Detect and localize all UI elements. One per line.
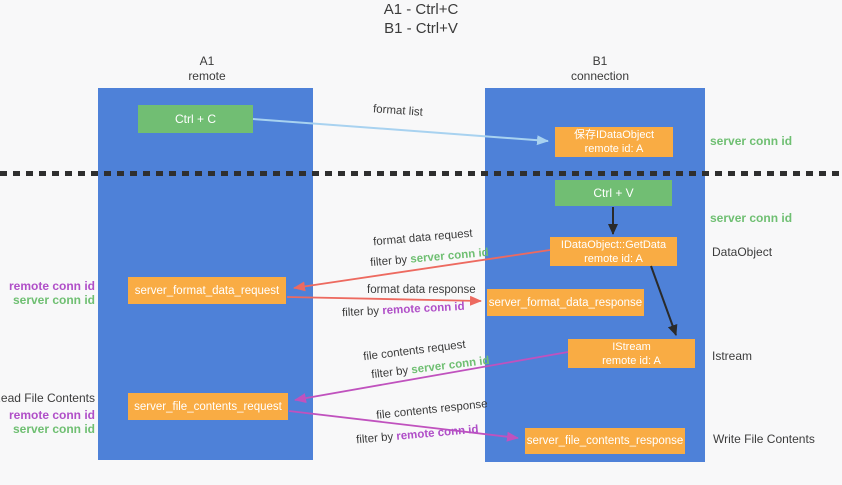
- dataobject-label: DataObject: [712, 245, 773, 259]
- column-b1-id: B1: [592, 54, 608, 68]
- column-header-a1: A1 remote: [137, 54, 277, 84]
- server-file-contents-response-label: server_file_contents_response: [526, 435, 684, 447]
- format-data-response-label: format data response: [367, 284, 476, 296]
- column-b1-role: connection: [570, 69, 630, 83]
- istream-line2: remote id: A: [602, 354, 661, 367]
- idataobject-getdata-box: IDataObject::GetData remote id: A: [550, 237, 677, 266]
- idataobject-getdata-line2: remote id: A: [584, 252, 643, 265]
- format-data-response-arrow: [286, 295, 482, 306]
- left-file-conn-id-group: remote conn id server conn id: [9, 408, 95, 436]
- server-conn-id-label: server conn id: [12, 422, 95, 436]
- istream-line1: IStream: [612, 340, 651, 353]
- server-file-contents-response-box: server_file_contents_response: [525, 428, 685, 454]
- filter-by-text: filter by: [369, 253, 411, 270]
- remote-conn-id-label: remote conn id: [8, 279, 95, 293]
- save-idataobject-line2: remote id: A: [584, 143, 644, 155]
- idataobject-getdata-line1: IDataObject::GetData: [560, 238, 667, 251]
- file-contents-response-filter-label: filter by remote conn id: [356, 424, 479, 447]
- read-file-contents-label: Read File Contents: [0, 391, 95, 405]
- column-a1-id: A1: [199, 54, 215, 68]
- server-conn-id-text: server conn id: [409, 246, 490, 266]
- left-format-conn-id-group: remote conn id server conn id: [9, 279, 95, 307]
- remote-conn-id-text: remote conn id: [381, 300, 465, 318]
- server-file-contents-request-box: server_file_contents_request: [128, 393, 288, 420]
- format-list-label: format list: [372, 103, 424, 119]
- ctrl-v-label: Ctrl + V: [593, 186, 634, 200]
- ctrl-c-box: Ctrl + C: [138, 105, 253, 133]
- server-conn-id-label-mid: server conn id: [710, 211, 793, 225]
- server-format-data-response-box: server_format_data_response: [487, 289, 644, 316]
- format-data-response-filter-label: filter by remote conn id: [342, 301, 465, 319]
- server-conn-id-text: server conn id: [410, 354, 491, 377]
- column-a1-role: remote: [188, 69, 226, 83]
- filter-by-text: filter by: [355, 430, 397, 447]
- column-header-b1: B1 connection: [530, 54, 670, 84]
- server-format-data-request-label: server_format_data_request: [134, 284, 280, 297]
- server-conn-id-label: server conn id: [12, 293, 95, 307]
- istream-side-label: Istream: [712, 349, 753, 363]
- remote-conn-id-text: remote conn id: [395, 423, 479, 443]
- server-conn-id-label-top: server conn id: [710, 134, 793, 148]
- server-format-data-request-box: server_format_data_request: [128, 277, 286, 304]
- filter-by-text: filter by: [370, 364, 413, 382]
- title-line-a1: A1 - Ctrl+C: [383, 1, 459, 18]
- format-data-request-filter-label: filter by server conn id: [370, 247, 489, 269]
- format-data-request-label: format data request: [372, 227, 474, 249]
- save-idataobject-line1: 保存IDataObject: [573, 129, 655, 141]
- filter-by-text: filter by: [341, 305, 383, 320]
- diagram-title: A1 - Ctrl+C B1 - Ctrl+V: [0, 0, 842, 38]
- ctrl-v-box: Ctrl + V: [555, 180, 672, 206]
- istream-box: IStream remote id: A: [568, 339, 695, 368]
- remote-conn-id-label: remote conn id: [8, 408, 95, 422]
- save-idataobject-box: 保存IDataObject remote id: A: [555, 127, 673, 157]
- server-file-contents-request-label: server_file_contents_request: [134, 400, 282, 413]
- server-format-data-response-label: server_format_data_response: [488, 296, 643, 309]
- write-file-contents-label: Write File Contents: [713, 432, 815, 446]
- file-contents-response-label: file contents response: [375, 398, 489, 422]
- session-divider-dotted-line: [0, 171, 842, 176]
- title-line-b1: B1 - Ctrl+V: [384, 20, 458, 37]
- ctrl-c-label: Ctrl + C: [174, 112, 216, 126]
